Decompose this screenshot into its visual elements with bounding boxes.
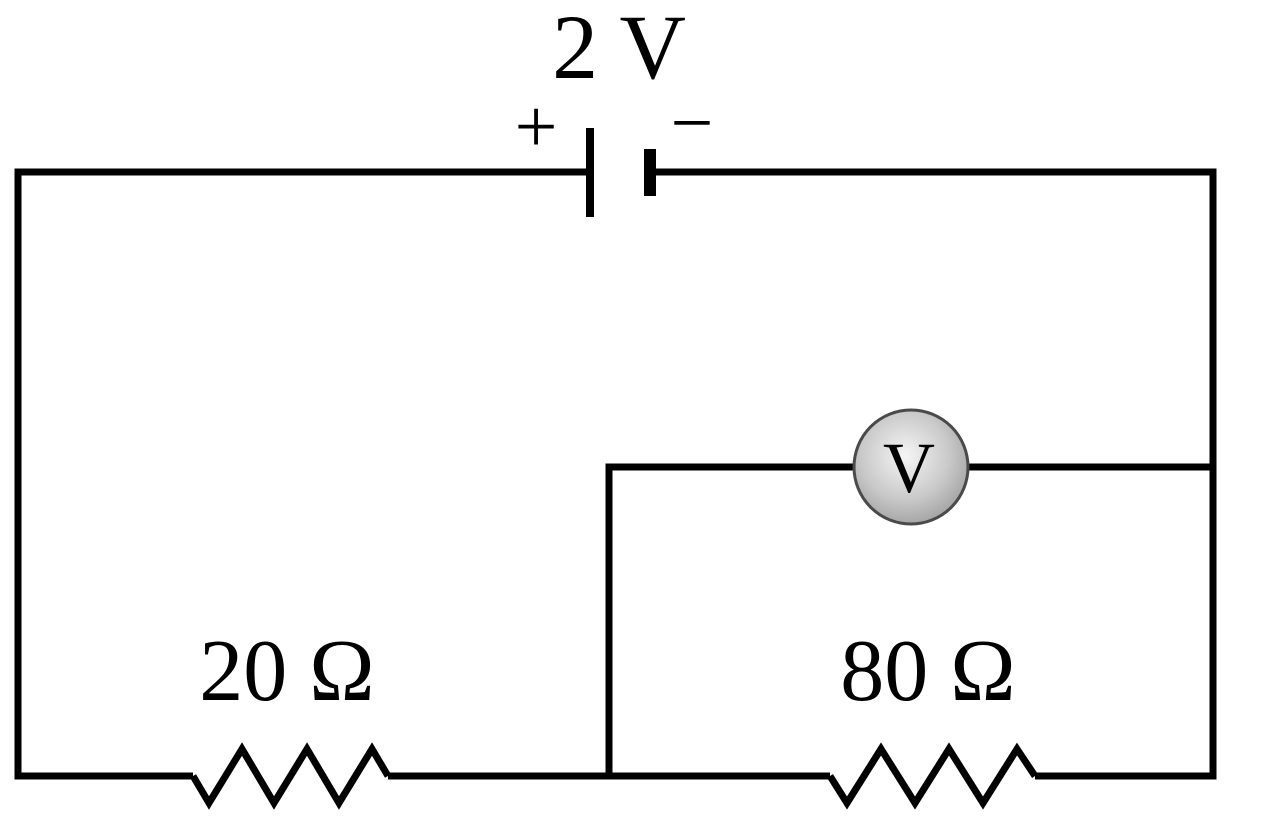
resistor-20ohm-symbol (189, 742, 392, 810)
wire-left-loop (14, 168, 588, 780)
labels: 2 V + − 20 Ω 80 Ω (199, 0, 1015, 720)
wire-voltmeter-branch (605, 463, 1213, 776)
battery-plus-label: + (515, 85, 558, 169)
voltmeter-body (852, 408, 970, 526)
battery-voltage-label: 2 V (552, 0, 686, 98)
voltmeter-symbol: V (852, 408, 970, 526)
battery-minus-label: − (671, 81, 714, 165)
voltmeter-label: V (883, 428, 935, 508)
wires (14, 128, 1217, 810)
resistor-80ohm-symbol (827, 742, 1038, 810)
resistor-80ohm-label: 80 Ω (840, 623, 1015, 720)
resistor-20ohm-label: 20 Ω (199, 623, 374, 720)
wire-right-loop (652, 168, 1217, 780)
